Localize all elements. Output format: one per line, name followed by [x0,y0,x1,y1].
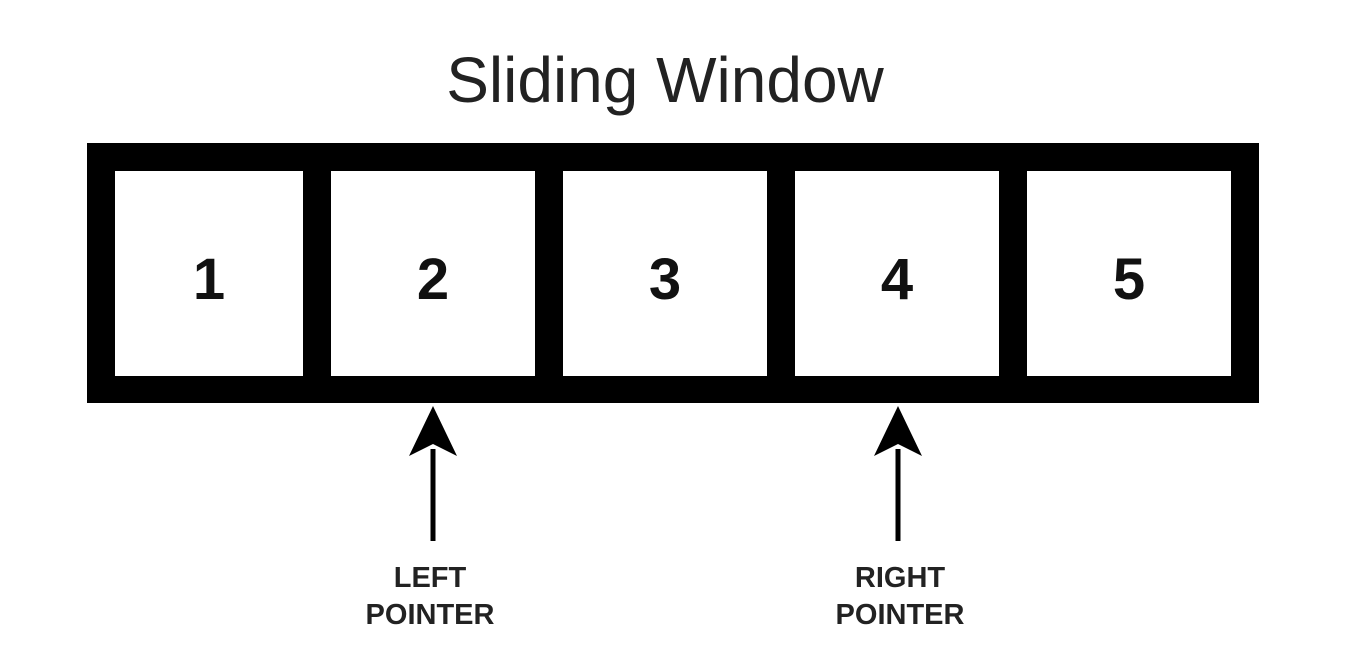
array-cell-value: 2 [416,246,450,312]
left-pointer-label-line2: POINTER [365,599,495,631]
array-cell-2: 2 [331,171,535,376]
left-pointer-label-line1: LEFT [393,562,467,594]
right-pointer-arrow-icon [874,406,922,541]
array-cell-3: 3 [563,171,767,376]
array-cell-1: 1 [115,171,303,376]
right-pointer-label: RIGHT POINTER [800,560,1000,634]
left-pointer-arrow-icon [409,406,457,541]
array-cell-4: 4 [795,171,999,376]
array-cell-value: 3 [648,246,682,312]
right-pointer-label-line1: RIGHT [854,562,946,594]
right-pointer-label-line2: POINTER [835,599,965,631]
array-cell-5: 5 [1027,171,1231,376]
array-cell-value: 1 [192,246,226,312]
array-cell-value: 5 [1112,246,1146,312]
array-cell-value: 4 [880,246,914,312]
left-pointer-label: LEFT POINTER [330,560,530,634]
diagram-title: Sliding Window [446,44,884,116]
